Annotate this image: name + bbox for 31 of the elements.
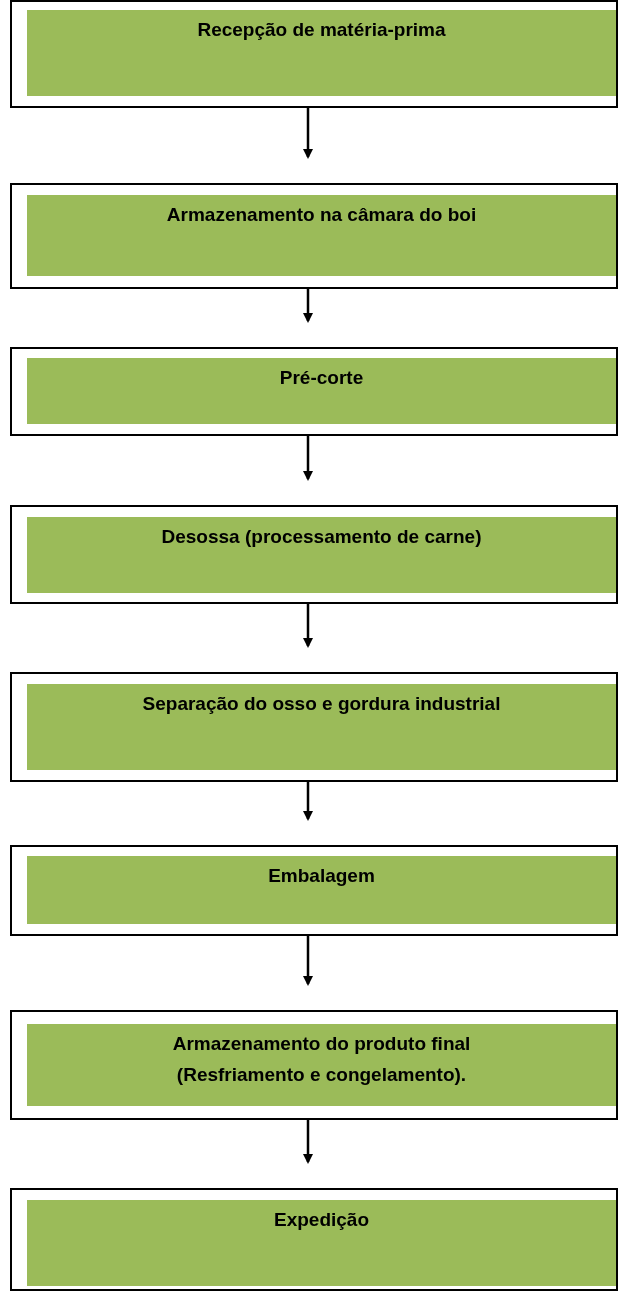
step-frame [10,672,618,782]
step-frame [10,347,618,436]
step-label: Separação do osso e gordura industrial [141,692,502,716]
step-box [27,358,616,424]
step-label: Recepção de matéria-prima [196,18,447,42]
step-box [27,684,616,770]
step-box [27,517,616,593]
step-frame [10,505,618,604]
arrow [303,936,313,986]
step-frame [10,0,618,108]
step-label: Desossa (processamento de carne) [160,525,483,549]
step-label: Expedição [272,1208,370,1232]
step-box [27,856,616,924]
arrow [303,782,313,821]
step-label: Armazenamento do produto final (Resfriamento e congelamento). [171,1032,472,1088]
arrow [303,436,313,481]
step-frame [10,183,618,289]
step-label: Embalagem [267,864,376,888]
arrow [303,604,313,648]
step-label: Pré-corte [278,366,365,390]
step-frame [10,845,618,936]
step-label: Armazenamento na câmara do boi [165,203,478,227]
step-box [27,195,616,276]
arrow [303,108,313,159]
arrow [303,289,313,323]
step-frame [10,1188,618,1291]
step-box [27,10,616,96]
step-box [27,1200,616,1286]
arrow [303,1120,313,1164]
step-frame [10,1010,618,1120]
step-box [27,1024,616,1106]
